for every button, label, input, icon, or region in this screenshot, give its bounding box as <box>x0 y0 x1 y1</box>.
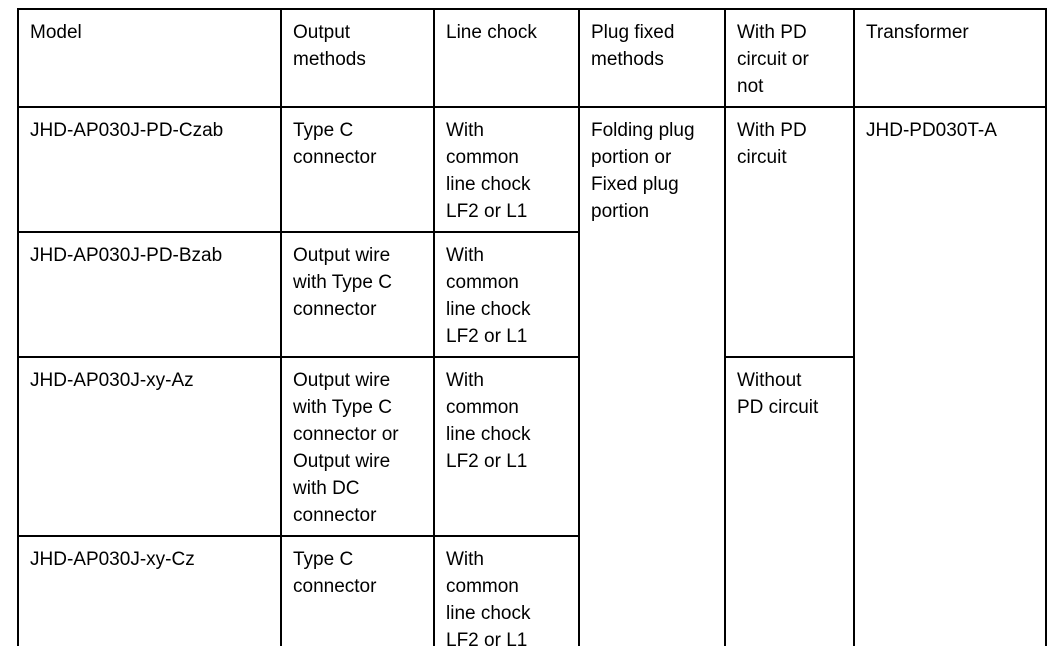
col-header-line-chock: Line chock <box>433 8 580 108</box>
col-header-model: Model <box>17 8 282 108</box>
spec-table: Model Output methods Line chock Plug fix… <box>17 8 1047 646</box>
cell-model: JHD-AP030J-xy-Cz <box>17 535 282 646</box>
cell-transformer-model: JHD-PD030T-A <box>853 106 1047 646</box>
table-row: JHD-AP030J-xy-Az Output wire with Type C… <box>17 356 1046 646</box>
col-header-pd-circuit-or-not: With PD circuit or not <box>724 8 855 108</box>
header-row: Model Output methods Line chock Plug fix… <box>17 8 1047 108</box>
cell-output-method: Output wire with Type C connector <box>280 231 435 358</box>
cell-line-chock: With common line chock LF2 or L1 <box>433 106 580 233</box>
cell-line-chock: With common line chock LF2 or L1 <box>433 535 580 646</box>
cell-output-method: Type C connector <box>280 535 435 646</box>
cell-model: JHD-AP030J-PD-Bzab <box>17 231 282 358</box>
table-row: JHD-AP030J-PD-Bzab Output wire with Type… <box>17 231 1046 358</box>
cell-with-pd-circuit: With PD circuit <box>724 106 855 358</box>
col-header-plug-fixed-methods: Plug fixed methods <box>578 8 726 108</box>
cell-model: JHD-AP030J-PD-Czab <box>17 106 282 233</box>
cell-model: JHD-AP030J-xy-Az <box>17 356 282 537</box>
cell-plug-fixed-methods: Folding plug portion or Fixed plug porti… <box>578 106 726 646</box>
cell-output-method: Type C connector <box>280 106 435 233</box>
col-header-output-methods: Output methods <box>280 8 435 108</box>
table-row: JHD-AP030J-PD-Czab Type C connector With… <box>17 106 1047 646</box>
cell-line-chock: With common line chock LF2 or L1 <box>433 231 580 358</box>
cell-output-method: Output wire with Type C connector or Out… <box>280 356 435 537</box>
cell-without-pd-circuit: Without PD circuit <box>724 356 855 646</box>
table-row: JHD-AP030J-xy-Cz Type C connector With c… <box>17 535 1046 646</box>
col-header-transformer: Transformer <box>853 8 1047 108</box>
cell-line-chock: With common line chock LF2 or L1 <box>433 356 580 537</box>
